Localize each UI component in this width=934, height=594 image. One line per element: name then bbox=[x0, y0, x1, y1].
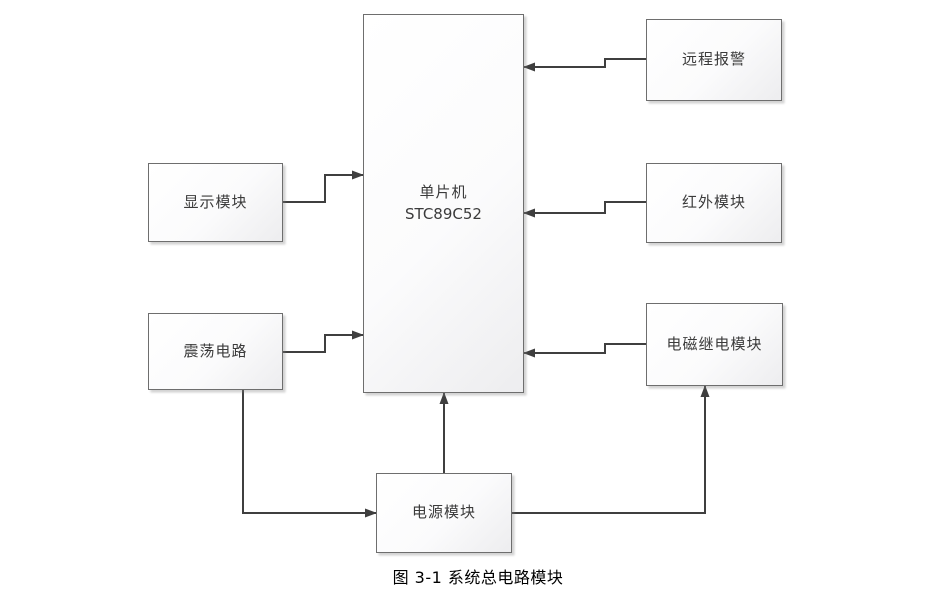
node-mcu-label: 单片机 bbox=[419, 182, 468, 201]
edge-oscillator-to-power bbox=[242, 390, 377, 518]
node-remote-alarm: 远程报警 bbox=[646, 19, 782, 101]
edge-display-to-mcu bbox=[283, 170, 364, 203]
node-display-module-label: 显示模块 bbox=[183, 192, 248, 211]
edge-remote-alarm-to-mcu bbox=[523, 58, 646, 72]
node-power-module: 电源模块 bbox=[376, 473, 512, 553]
node-mcu: 单片机 STC89C52 bbox=[363, 14, 524, 393]
edge-oscillator-to-mcu bbox=[283, 330, 364, 353]
node-relay-module: 电磁继电模块 bbox=[646, 303, 783, 386]
edge-infrared-to-mcu bbox=[523, 201, 646, 218]
node-infrared-module-label: 红外模块 bbox=[681, 193, 746, 212]
edge-power-to-relay bbox=[512, 385, 710, 514]
node-oscillator-circuit: 震荡电路 bbox=[148, 313, 283, 390]
node-remote-alarm-label: 远程报警 bbox=[681, 50, 746, 69]
node-infrared-module: 红外模块 bbox=[646, 163, 782, 243]
node-relay-module-label: 电磁继电模块 bbox=[666, 334, 763, 353]
edge-relay-to-mcu bbox=[523, 343, 646, 358]
node-display-module: 显示模块 bbox=[148, 163, 283, 242]
node-mcu-sublabel: STC89C52 bbox=[405, 204, 482, 223]
node-power-module-label: 电源模块 bbox=[411, 503, 476, 522]
node-oscillator-circuit-label: 震荡电路 bbox=[183, 341, 248, 360]
figure-caption: 图 3-1 系统总电路模块 bbox=[392, 568, 564, 587]
